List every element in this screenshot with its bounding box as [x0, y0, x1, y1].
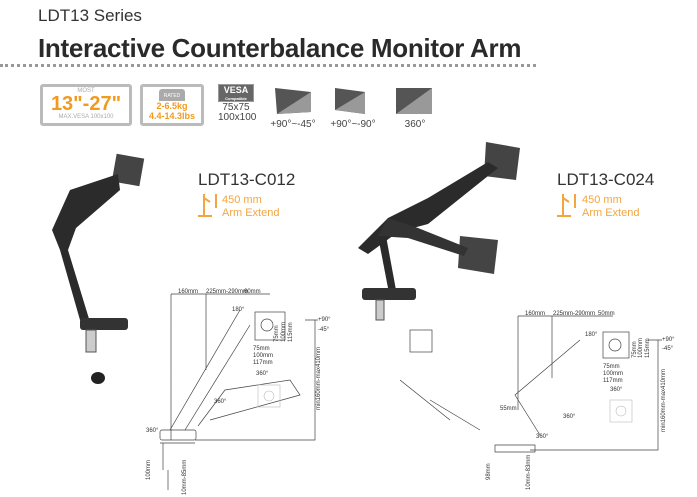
dim-160: 160mm	[178, 289, 198, 295]
rotate-range: 360°	[404, 119, 426, 130]
height-range: min160mm-max410mm	[661, 369, 667, 432]
size-value: 13"-27"	[50, 93, 122, 115]
rot-180: 180°	[232, 307, 245, 313]
dim-v115: 115mm	[288, 322, 294, 342]
dim-60: 60mm	[244, 289, 261, 295]
rotate-monitor-icon	[396, 88, 432, 114]
model-name-single: LDT13-C012	[198, 170, 296, 189]
swivel-spec: +90°~-90°	[328, 84, 378, 130]
tilt-monitor-icon	[275, 88, 311, 114]
height-range: min160mm-max410mm	[316, 347, 322, 410]
desk-thickness: 10mm-85mm	[182, 460, 188, 495]
vesa-100: 100x100	[218, 112, 257, 123]
tilt-up: +90°	[662, 337, 675, 343]
dim-h75: 75mm	[603, 364, 620, 370]
tilt-up: +90°	[318, 317, 331, 323]
model-name-dual: LDT13-C024	[557, 170, 655, 189]
dotted-divider	[0, 64, 536, 67]
rot-360: 360°	[610, 387, 623, 393]
dim-v75: 75mm	[274, 325, 280, 342]
page-title: Interactive Counterbalance Monitor Arm	[38, 33, 522, 63]
swivel-monitor-icon	[335, 88, 365, 114]
clamp-height: 100mm	[146, 460, 152, 480]
tilt-down: -45°	[662, 346, 674, 352]
dim-55: 55mm	[500, 406, 517, 412]
weight-kg: 2-6.5kg	[156, 101, 188, 111]
dim-v100: 100mm	[281, 322, 287, 342]
arm-extend-icon	[557, 194, 576, 217]
dim-h117: 117mm	[253, 360, 273, 366]
series-title: LDT13 Series	[38, 6, 142, 25]
dim-h75: 75mm	[253, 346, 270, 352]
screen-size-spec: MOST 13"-27" MAX.VESA 100x100	[40, 84, 132, 126]
dim-v75: 75mm	[632, 341, 638, 358]
clamp-height: 98mm	[486, 463, 492, 480]
size-bottom: MAX.VESA 100x100	[58, 114, 114, 120]
dim-v100: 100mm	[638, 338, 644, 358]
weight-icon: RATED	[159, 89, 185, 101]
desk-thickness: 10mm-83mm	[526, 455, 532, 490]
rotate-spec: 360°	[392, 84, 438, 130]
weight-lbs: 4.4-14.3lbs	[148, 111, 196, 121]
tilt-down: -45°	[318, 327, 330, 333]
rot-360: 360°	[536, 434, 549, 440]
dim-h117: 117mm	[603, 378, 623, 384]
dim-50: 50mm	[598, 311, 615, 317]
single-dimension-drawing: 160mm 225mm-290mm 60mm 180° 360° 360° 36…	[146, 289, 331, 495]
rot-360: 360°	[214, 399, 227, 405]
dim-h100: 100mm	[603, 371, 623, 377]
tilt-spec: +90°~-45°	[268, 84, 318, 130]
dual-dimension-drawing: 160mm 225mm-290mm 50mm 55mm 180° 360° 36…	[400, 311, 675, 490]
dim-v115: 115mm	[645, 338, 651, 358]
rot-180: 180°	[585, 332, 598, 338]
rot-360: 360°	[563, 414, 576, 420]
rot-360: 360°	[256, 371, 269, 377]
arm-extend-icon	[198, 194, 217, 217]
dim-h100: 100mm	[253, 353, 273, 359]
vesa-75: 75x75	[222, 102, 250, 113]
dim-160: 160mm	[525, 311, 545, 317]
dual-arm-photo	[358, 142, 520, 321]
swivel-range: +90°~-90°	[330, 119, 376, 130]
tilt-range: +90°~-45°	[270, 119, 316, 130]
size-top: MOST	[77, 88, 95, 94]
dim-225: 225mm-290mm	[553, 311, 595, 317]
rot-360: 360°	[146, 428, 159, 434]
single-arm-photo	[52, 153, 145, 384]
weight-spec: RATED 2-6.5kg 4.4-14.3lbs	[140, 84, 204, 126]
dim-225: 225mm-290mm	[206, 289, 248, 295]
